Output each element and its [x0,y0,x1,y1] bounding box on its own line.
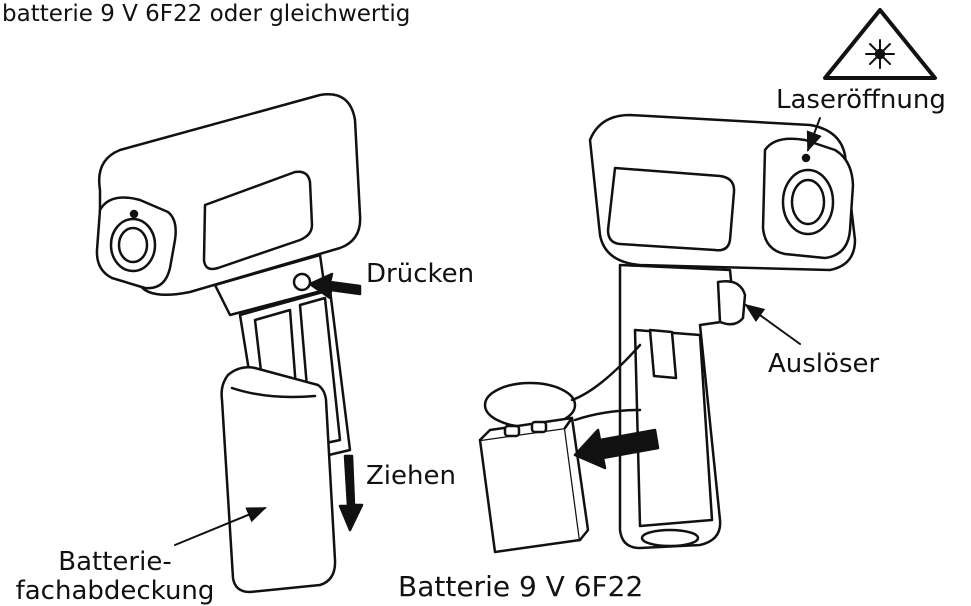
laser-warning-icon [823,8,937,80]
label-trigger: Auslöser [768,349,880,379]
label-press: Drücken [366,259,475,289]
left-thermometer-device [95,93,364,594]
label-battery-cover-line2: fachabdeckung [15,575,215,606]
label-battery: Batterie 9 V 6F22 [398,570,644,603]
label-battery-cover-line1: Batterie- [58,547,172,577]
header-text: batterie 9 V 6F22 oder gleichwertig [2,1,411,27]
label-pull: Ziehen [366,461,456,491]
label-battery-cover: Batterie- fachabdeckung [10,548,220,605]
right-thermometer-device [478,113,857,554]
label-laser-opening: Laseröffnung [776,85,946,115]
